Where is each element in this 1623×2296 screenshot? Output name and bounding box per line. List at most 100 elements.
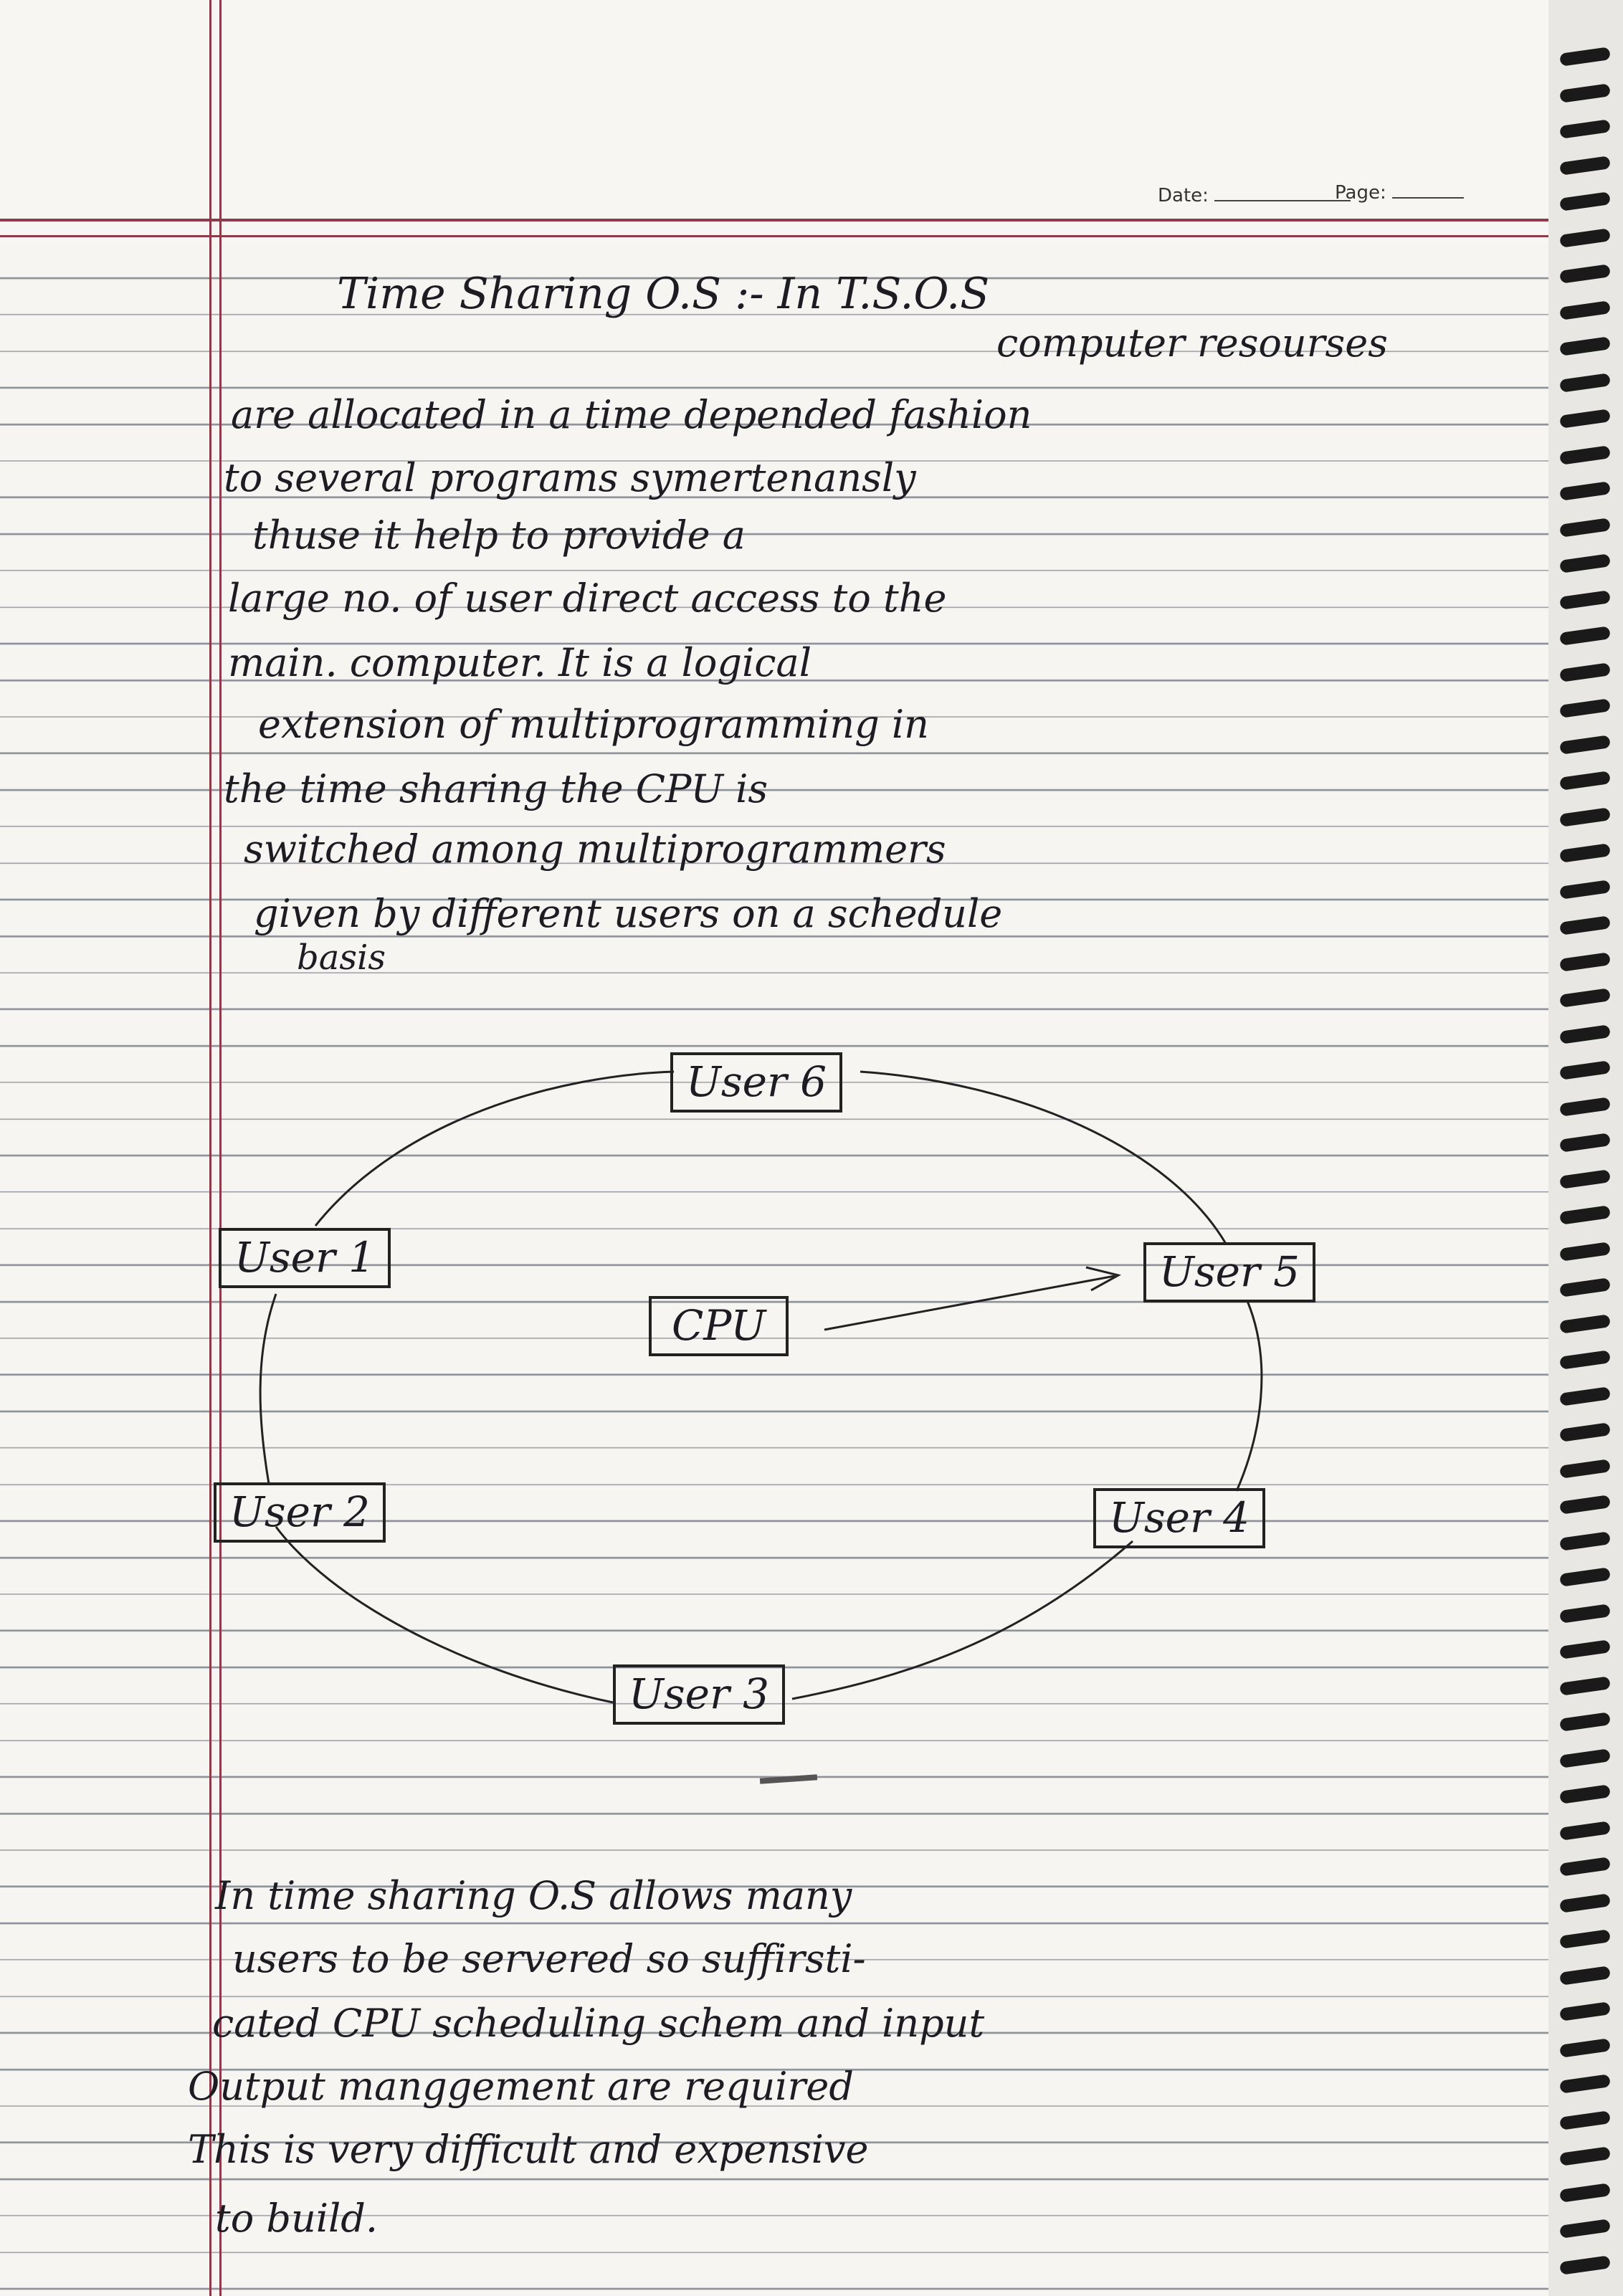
binding-coil [1559,2037,1611,2058]
page-header-area [0,0,1548,242]
ring-arc-bottom-left [275,1526,614,1704]
para2-line-4: Output manggement are required [188,2064,854,2109]
binding-coil [1559,1422,1611,1442]
binding-coil [1559,1857,1611,1877]
para2-line-6: to build. [215,2196,378,2241]
binding-coil [1559,1567,1611,1587]
para1-line-12: basis [297,938,386,978]
binding-coil [1559,1892,1611,1913]
binding-coil [1559,1313,1611,1334]
binding-coil [1559,915,1611,935]
binding-coil [1559,879,1611,900]
cpu-node: CPU [649,1296,789,1356]
page-blank [1391,183,1464,199]
binding-coil [1559,517,1611,538]
binding-coil [1559,82,1611,103]
notebook-page: Date: Page: Time Sharing O.S :- In T.S.O… [0,0,1548,2296]
binding-coil [1559,662,1611,682]
user-6-node: User 6 [670,1052,843,1113]
binding-coil [1559,2182,1611,2203]
date-blank [1214,186,1351,201]
para1-line-3: are allocated in a time depended fashion [231,392,1032,437]
binding-coil [1559,264,1611,284]
binding-coil [1559,1603,1611,1624]
para1-line-8: extension of multiprogramming in [258,702,929,747]
date-label: Date: [1158,185,1209,206]
binding-coil [1559,2110,1611,2130]
binding-coil [1559,1205,1611,1225]
binding-coil [1559,1748,1611,1768]
binding-coil [1559,843,1611,863]
ring-arc-right [1235,1300,1263,1492]
para1-line-5: thuse it help to provide a [252,513,746,558]
ring-arc-bottom-right [791,1540,1133,1700]
time-sharing-diagram [259,1070,1263,1704]
para2-line-2: users to be servered so suffirsti- [232,1936,866,1981]
para1-line-10: switched among multiprogrammers [244,827,946,872]
ring-arc-top-right [860,1070,1227,1244]
binding-coil [1559,300,1611,320]
margin-line-outer [209,0,211,2296]
binding-coil [1559,698,1611,718]
binding-coil [1559,191,1611,211]
binding-coil [1559,2001,1611,2021]
binding-coil [1559,589,1611,610]
binding-coil [1559,227,1611,248]
binding-coil [1559,553,1611,573]
binding-coil [1559,1965,1611,1986]
binding-coil [1559,409,1611,429]
binding-coil [1559,734,1611,755]
user-3-node: User 3 [613,1664,786,1725]
header-rule [0,219,1548,221]
para2-line-3: cated CPU scheduling schem and input [212,2001,985,2046]
header-rule-secondary [0,235,1548,237]
binding-coil [1559,2254,1611,2275]
binding-coil [1559,2146,1611,2166]
binding-coil [1559,1639,1611,1659]
date-field: Date: [1158,185,1351,206]
user-5-node: User 5 [1143,1242,1316,1302]
binding-coil [1559,481,1611,501]
ring-arc-left [259,1293,277,1485]
page-field: Page: [1335,182,1464,204]
para1-line-6: large no. of user direct access to the [228,576,947,621]
para1-line-1: Time Sharing O.S :- In T.S.O.S [337,269,990,319]
para1-line-4: to several programs symertenansly [224,455,916,500]
page-label: Page: [1335,182,1386,204]
arrowhead-icon [1085,1266,1122,1292]
cpu-to-user5-arrow [824,1275,1115,1331]
binding-coil [1559,988,1611,1008]
margin-line-inner [219,0,222,2296]
binding-coil [1559,1458,1611,1479]
binding-coil [1559,119,1611,139]
para2-line-5: This is very difficult and expensive [188,2127,869,2172]
binding-coil [1559,1929,1611,1949]
binding-coil [1559,1495,1611,1515]
para1-line-7: main. computer. It is a logical [228,640,812,685]
binding-coil [1559,626,1611,646]
binding-coil [1559,336,1611,356]
binding-coil [1559,372,1611,393]
binding-coil [1559,2219,1611,2239]
binding-coil [1559,1060,1611,1080]
spiral-binding [1548,47,1623,2296]
binding-coil [1559,1712,1611,1732]
binding-coil [1559,444,1611,465]
binding-coil [1559,771,1611,791]
binding-coil [1559,47,1611,67]
ring-arc-top-left [314,1070,675,1226]
user-4-node: User 4 [1093,1488,1266,1548]
binding-coil [1559,155,1611,176]
binding-coil [1559,2074,1611,2094]
binding-coil [1559,1277,1611,1297]
binding-coil [1559,806,1611,827]
binding-coil [1559,1784,1611,1804]
binding-coil [1559,1168,1611,1189]
para1-line-2: computer resourses [996,320,1388,366]
binding-coil [1559,1024,1611,1044]
binding-coil [1559,1241,1611,1262]
binding-coil [1559,951,1611,972]
para1-line-9: the time sharing the CPU is [224,766,768,811]
binding-coil [1559,1096,1611,1117]
user-1-node: User 1 [219,1228,391,1288]
